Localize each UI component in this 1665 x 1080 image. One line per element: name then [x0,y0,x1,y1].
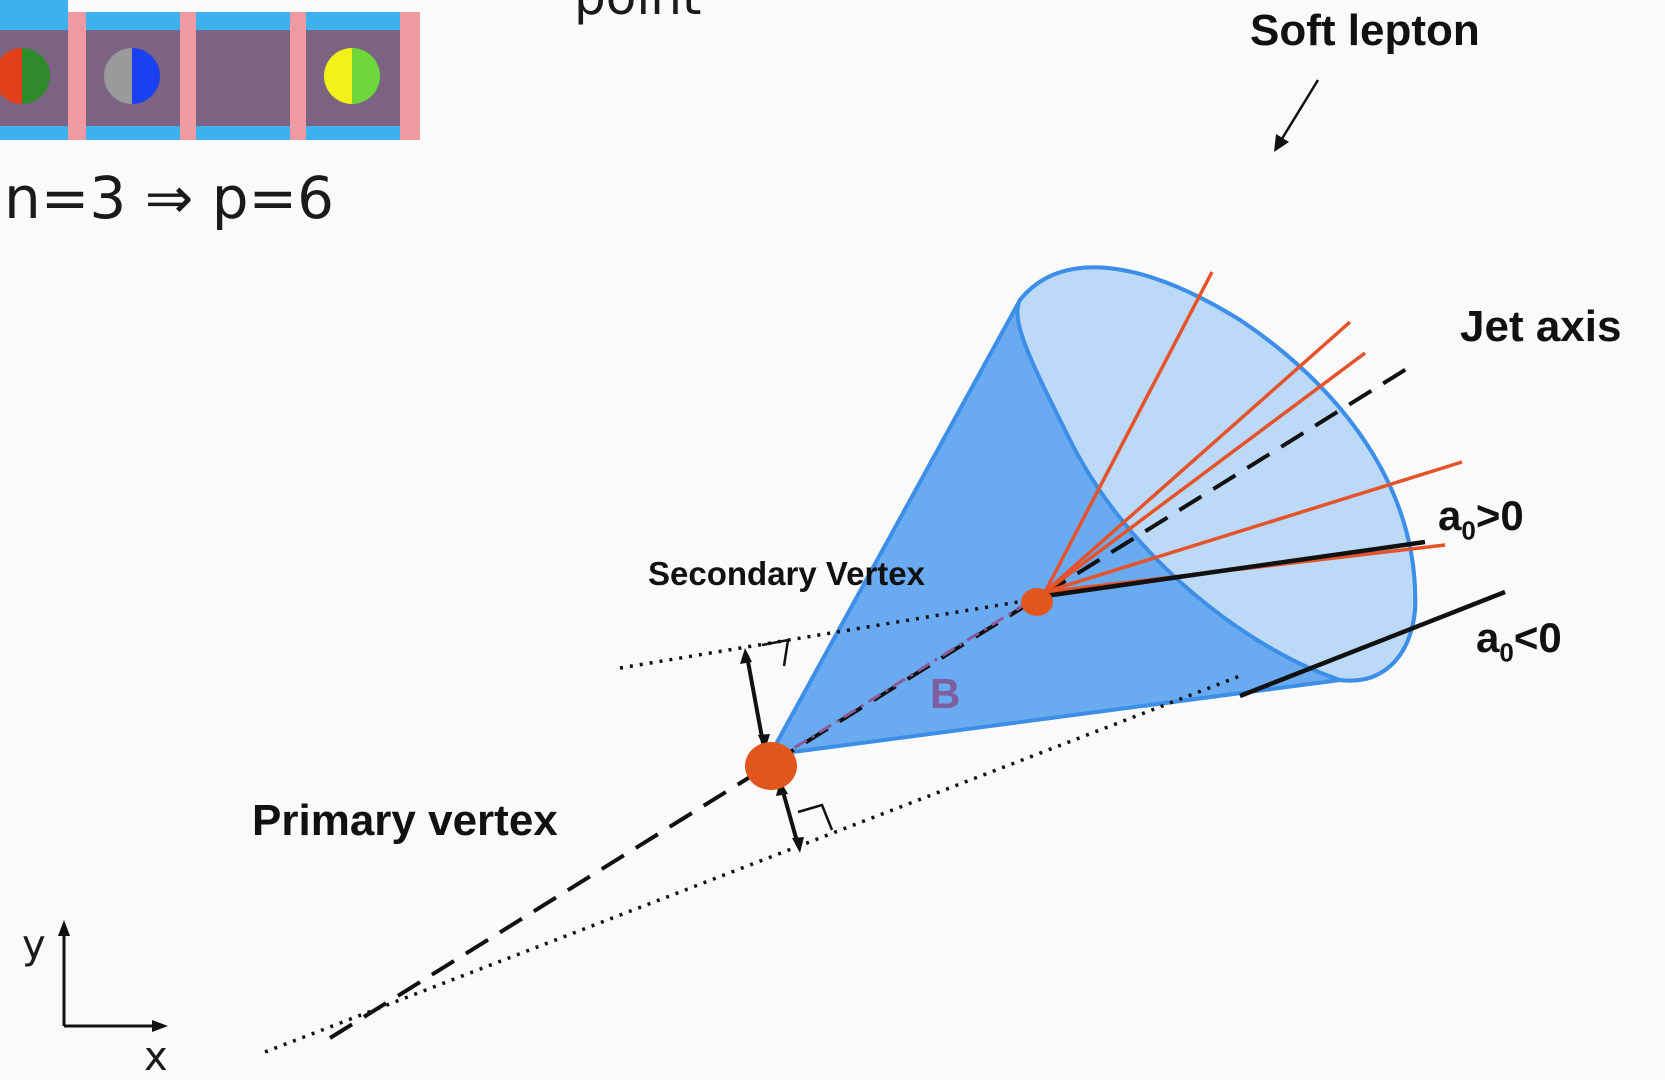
xy-axes-icon [58,920,168,1032]
cone-opening [1015,265,1418,683]
split-dot [324,48,380,104]
jet-cone [766,265,1418,758]
lower-impact-arrow [776,780,834,853]
ip-relation: >0 [1475,492,1524,539]
grid-cell-frame [0,0,68,12]
formula-text: n=3 ⇒ p=6 [4,164,335,232]
track [1044,460,1463,594]
primary-vertex-label: Primary vertex [252,796,558,845]
ip-symbol: a [1476,614,1500,661]
jet-axis-line [328,366,1410,1040]
negative-ip-label: a0<0 [1476,614,1562,668]
b-flight-path [769,596,1036,765]
ip-subscript: 0 [1461,515,1476,546]
ip-relation: <0 [1513,614,1562,661]
x-axis-label: x [144,1034,168,1080]
soft-lepton-label: Soft lepton [1250,6,1480,55]
track [1043,271,1214,593]
y-axis-label: y [22,922,46,968]
ip-symbol: a [1438,492,1462,539]
secondary-vertex-dot [1021,588,1053,616]
secondary-vertex-label: Secondary Vertex [648,555,925,592]
track-positive-ip [1044,539,1426,599]
ip-subscript: 0 [1499,637,1514,668]
lower-dotted-line [264,674,1241,1054]
track-negative-ip [1239,589,1506,699]
track-lines [1043,271,1463,594]
cell-grid [0,0,420,140]
primary-vertex-dot [745,742,797,790]
b-hadron-label: B [930,670,961,717]
top-caption: point [574,0,702,26]
jet-axis-label: Jet axis [1460,302,1622,351]
grid-top-gap [0,0,420,12]
upper-impact-arrow [740,638,790,750]
grid-cell [196,30,290,126]
track [1043,320,1352,594]
positive-ip-label: a0>0 [1438,492,1524,546]
soft-lepton-arrow [1274,79,1320,152]
split-dot [104,48,160,104]
track [1043,351,1367,594]
split-dot [0,48,50,104]
